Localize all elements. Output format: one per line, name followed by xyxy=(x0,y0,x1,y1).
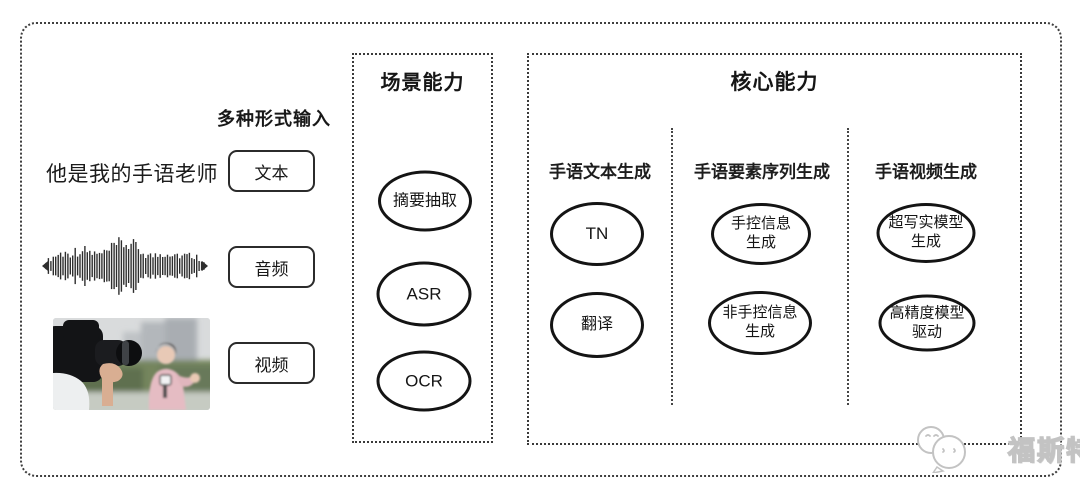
input-type-video-label: 视频 xyxy=(254,355,289,375)
outer-dotted-border xyxy=(20,22,1062,477)
input-type-text-label: 文本 xyxy=(254,163,289,183)
column-header-video-generation: 手语视频生成 xyxy=(875,162,977,182)
column-header-element-sequence-generation: 手语要素序列生成 xyxy=(694,162,830,182)
video-thumbnail xyxy=(53,318,210,410)
input-type-audio-label: 音频 xyxy=(254,259,289,279)
core-capability-box: 核心能力 xyxy=(527,53,1022,445)
input-type-video-node: 视频 xyxy=(228,342,315,384)
sample-sentence-text: 他是我的手语老师 xyxy=(46,163,218,186)
node-ocr: OCR xyxy=(376,350,472,412)
camera-silhouette xyxy=(53,320,142,410)
node-translation: 翻译 xyxy=(550,292,644,358)
audio-waveform-icon xyxy=(42,237,208,295)
node-high-precision-model-driving: 高精度模型 驱动 xyxy=(878,294,976,352)
node-hyperrealistic-model-generation: 超写实模型 生成 xyxy=(876,203,976,263)
node-non-manual-info-generation: 非手控信息 生成 xyxy=(708,291,812,355)
input-type-text-node: 文本 xyxy=(228,150,315,192)
input-type-audio-node: 音频 xyxy=(228,246,315,288)
cameraman-reporter-photo-graphic xyxy=(53,318,210,410)
watermark-mascot-icon xyxy=(917,426,966,473)
watermark-text: 福斯特 xyxy=(1007,435,1080,466)
column-divider-1 xyxy=(671,128,673,405)
core-box-title: 核心能力 xyxy=(730,71,819,94)
node-summary-extraction: 摘要抽取 xyxy=(378,170,472,232)
node-tn: TN xyxy=(550,202,644,266)
column-divider-2 xyxy=(847,128,849,405)
node-manual-info-generation: 手控信息 生成 xyxy=(711,203,811,265)
input-section-label: 多种形式输入 xyxy=(217,109,331,129)
node-asr: ASR xyxy=(376,261,472,327)
scene-box-title: 场景能力 xyxy=(380,72,465,94)
column-header-text-generation: 手语文本生成 xyxy=(549,162,651,182)
